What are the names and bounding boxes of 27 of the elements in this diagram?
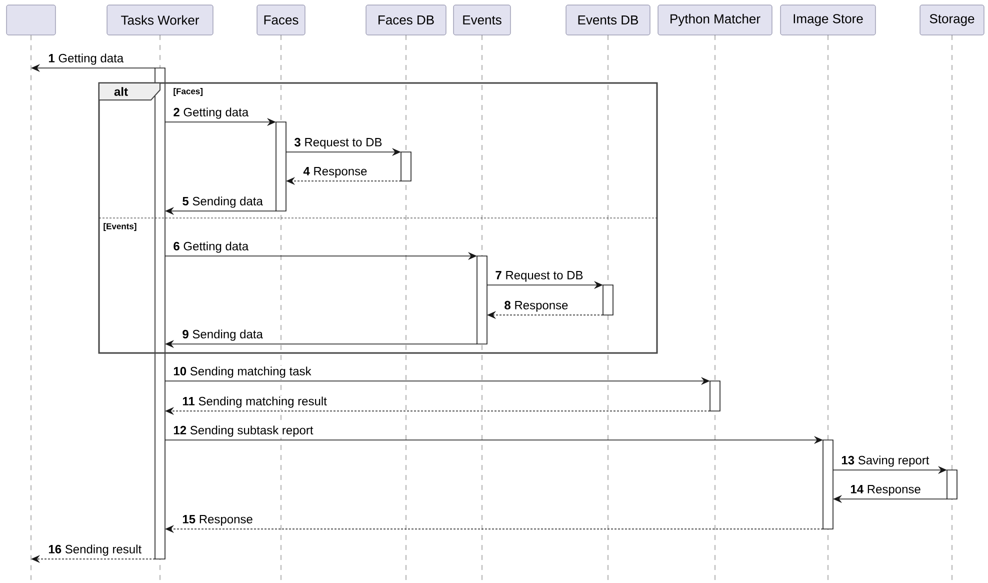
edge-label: 2 Getting data bbox=[172, 106, 250, 120]
edge-label: 13 Saving report bbox=[840, 454, 930, 468]
edge-label: 16 Sending result bbox=[47, 544, 143, 557]
edge-label: 3 Request to DB bbox=[293, 136, 384, 150]
participant-box: Faces bbox=[256, 4, 306, 36]
participant-box: Tasks Worker bbox=[106, 4, 214, 36]
edge-label: 11 Sending matching result bbox=[181, 396, 328, 409]
participant-box: Python Matcher bbox=[658, 4, 772, 36]
participant-box: Events DB bbox=[566, 4, 650, 36]
participant-box: Faces DB bbox=[366, 4, 446, 36]
edge-label: 6 Getting data bbox=[172, 240, 250, 254]
participant-box: Image Store bbox=[780, 4, 876, 36]
edge-label: 12 Sending subtask report bbox=[172, 424, 314, 438]
edge-label: 9 Sending data bbox=[181, 328, 264, 342]
frame-tab: alt bbox=[98, 82, 160, 100]
edge-label: 4 Response bbox=[302, 166, 368, 179]
edge-label: 7 Request to DB bbox=[494, 270, 584, 283]
edge-label: 10 Sending matching task bbox=[172, 366, 312, 379]
edge-label: 15 Response bbox=[181, 514, 254, 527]
participant-box: Storage bbox=[920, 4, 984, 36]
edge-label: 1 Getting data bbox=[47, 52, 125, 66]
participant-box: Events bbox=[453, 4, 511, 36]
edge-label: 5 Sending data bbox=[181, 196, 264, 209]
guard-label: [Events] bbox=[104, 223, 136, 231]
edge-label: 8 Response bbox=[503, 300, 570, 313]
guard-label: [Faces] bbox=[174, 88, 202, 96]
edge-label: 14 Response bbox=[849, 484, 922, 497]
